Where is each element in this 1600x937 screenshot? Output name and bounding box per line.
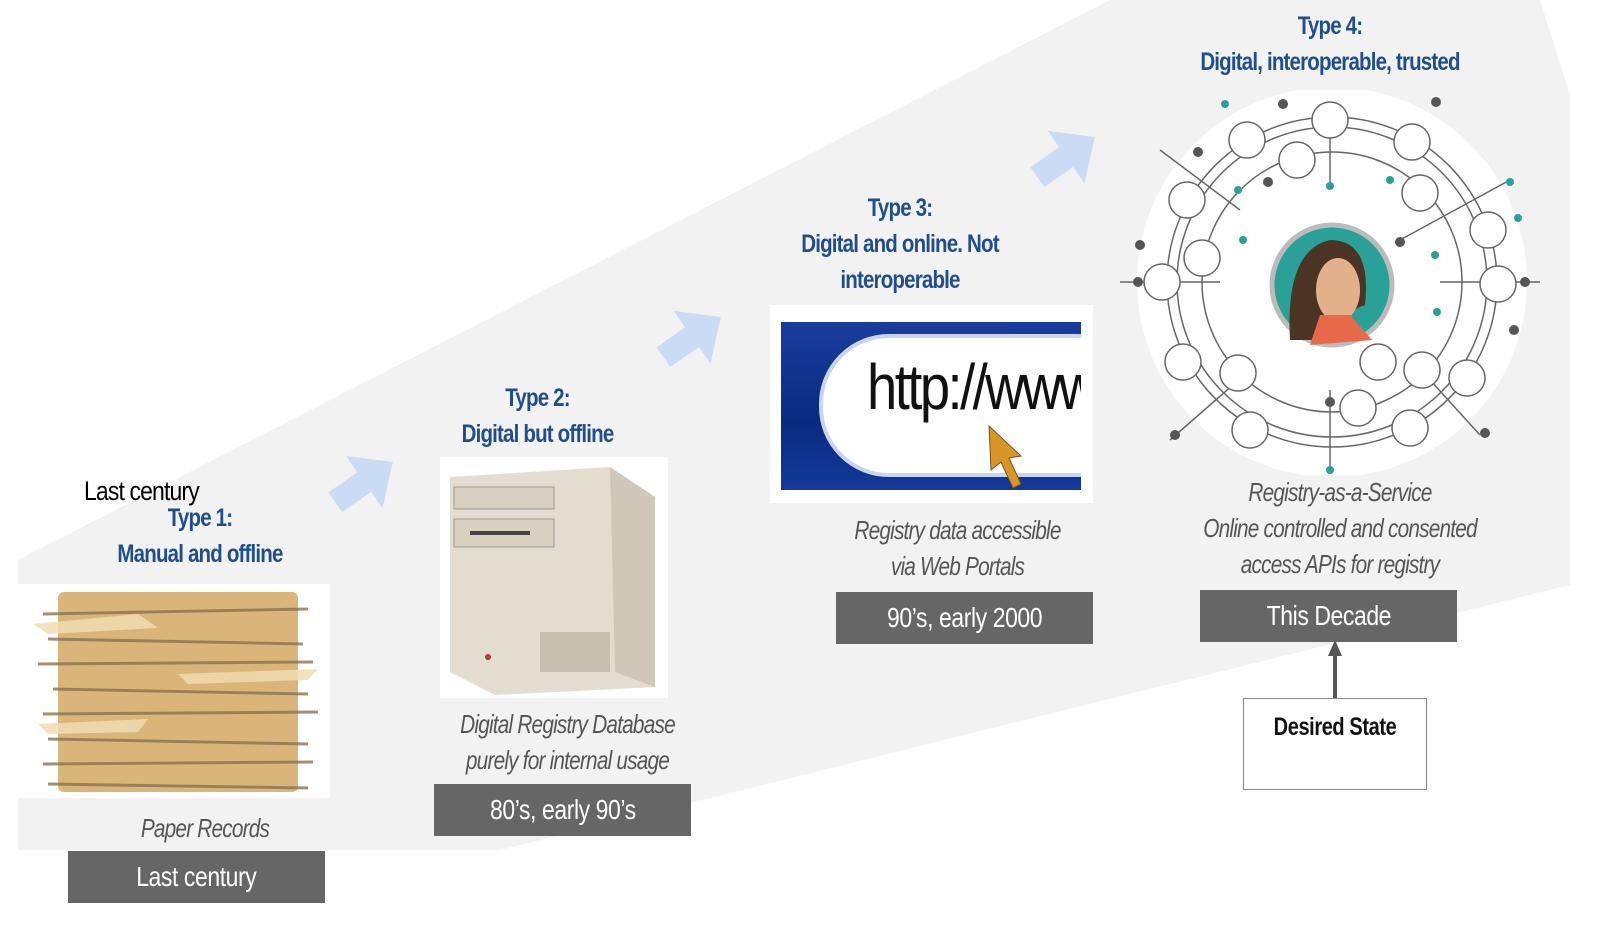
stage2-caption: Digital Registry Database purely for int…: [442, 706, 694, 778]
stage2-era-badge: 80’s, early 90’s: [434, 784, 691, 836]
stage3-caption-line1: Registry data accessible: [854, 515, 1061, 545]
up-arrow-icon: [1328, 640, 1342, 698]
overlay-label: Last century: [84, 476, 200, 506]
desired-state-box: Desired State: [1243, 698, 1427, 790]
stage1-title: Type 1: Manual and offline: [85, 500, 315, 572]
stage4-title-line2: Digital, interoperable, trusted: [1200, 48, 1460, 76]
stage4-caption-line2: Online controlled and consented: [1203, 513, 1477, 543]
stage2-caption-line2: purely for internal usage: [465, 745, 670, 775]
stage3-title-line3: interoperable: [840, 266, 960, 294]
stage2-era-label: 80’s, early 90’s: [489, 794, 636, 825]
desktop-computer-image: [440, 457, 668, 698]
stage2-title-line2: Digital but offline: [461, 420, 615, 448]
url-text: http://www.: [867, 351, 1081, 423]
stage4-caption: Registry-as-a-Service Online controlled …: [1188, 474, 1492, 582]
stage1-era-badge: Last century: [68, 851, 325, 903]
stage4-caption-line3: access APIs for registry: [1240, 549, 1440, 579]
paper-stack-image: [18, 584, 330, 798]
connected-person-network-image: [1120, 90, 1540, 475]
stage3-title-line1: Type 3:: [867, 194, 933, 222]
stage3-era-badge: 90’s, early 2000: [836, 592, 1093, 644]
stage3-title: Type 3: Digital and online. Not interope…: [785, 190, 1015, 298]
stage4-title-line1: Type 4:: [1297, 12, 1363, 40]
stage4-era-label: This Decade: [1266, 600, 1391, 631]
stage4-caption-line1: Registry-as-a-Service: [1248, 477, 1432, 507]
stage1-title-line1: Type 1:: [167, 504, 233, 532]
stage2-caption-line1: Digital Registry Database: [460, 709, 675, 739]
desired-state-label: Desired State: [1273, 713, 1397, 741]
stage4-title: Type 4: Digital, interoperable, trusted: [1174, 8, 1486, 80]
stage1-title-line2: Manual and offline: [117, 540, 283, 568]
stage2-title: Type 2: Digital but offline: [425, 380, 651, 452]
web-address-bar-image: http://www.: [770, 305, 1093, 503]
stage1-caption: Paper Records: [140, 813, 270, 843]
stage1-era-label: Last century: [136, 861, 257, 892]
stage3-title-line2: Digital and online. Not: [801, 230, 999, 258]
stage2-title-line1: Type 2:: [505, 384, 570, 412]
arrow-icon: [328, 130, 1095, 513]
stage3-caption-line2: via Web Portals: [890, 551, 1025, 581]
stage4-era-badge: This Decade: [1200, 590, 1457, 642]
stage3-caption: Registry data accessible via Web Portals: [832, 512, 1084, 584]
stage3-era-label: 90’s, early 2000: [886, 602, 1043, 633]
cursor-arrow-icon: [988, 424, 1023, 489]
